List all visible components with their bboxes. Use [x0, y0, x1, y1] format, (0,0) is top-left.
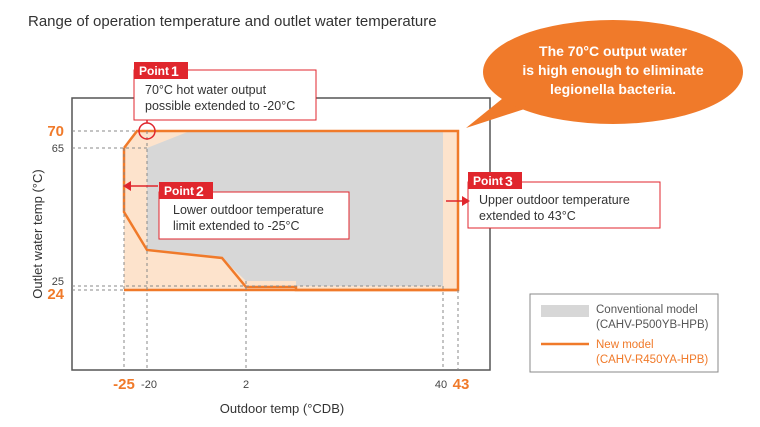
point3-line1: Upper outdoor temperature — [479, 193, 630, 207]
x-tick-minus20: -20 — [141, 379, 157, 391]
x-tick-43: 43 — [453, 376, 470, 393]
bubble-line3: legionella bacteria. — [550, 81, 676, 97]
legend: Conventional model (CAHV-P500YB-HPB) New… — [529, 293, 719, 373]
new-model-outline-left — [122, 148, 458, 292]
legend-new-model: (CAHV-R450YA-HPB) — [596, 354, 708, 366]
guide-lines — [72, 130, 459, 370]
legend-conventional-model: (CAHV-P500YB-HPB) — [596, 319, 709, 331]
legend-swatch-conventional — [541, 305, 589, 317]
x-axis-label: Outdoor temp (°CDB) — [220, 401, 344, 416]
y-tick-65: 65 — [52, 143, 64, 155]
bubble-line2: is high enough to eliminate — [522, 62, 703, 78]
point1-callout: Point 1 70°C hot water output possible e… — [133, 62, 317, 121]
point1-badge: Point — [139, 64, 169, 78]
point2-arrow-head — [123, 181, 131, 191]
point2-badge: Point — [164, 184, 194, 198]
legend-new-label: New model — [596, 339, 654, 351]
x-tick-40: 40 — [435, 379, 447, 391]
point3-badge: Point — [473, 174, 503, 188]
point1-line2: possible extended to -20°C — [145, 99, 295, 113]
x-tick-2: 2 — [243, 379, 249, 391]
point2-number: 2 — [196, 183, 204, 199]
legend-conventional-label: Conventional model — [596, 304, 698, 316]
point2-callout: Point 2 Lower outdoor temperature limit … — [158, 182, 350, 240]
point3-callout: Point 3 Upper outdoor temperature extend… — [467, 172, 661, 229]
point3-line2: extended to 43°C — [479, 209, 576, 223]
point3-arrow-head — [462, 196, 470, 206]
x-tick-minus25: -25 — [113, 376, 135, 393]
y-tick-24: 24 — [47, 286, 64, 303]
point2-line1: Lower outdoor temperature — [173, 203, 324, 217]
y-axis-label: Outlet water temp (°C) — [30, 169, 45, 298]
diagram-title: Range of operation temperature and outle… — [28, 13, 437, 30]
point1-line1: 70°C hot water output — [145, 83, 267, 97]
y-tick-70: 70 — [47, 123, 64, 140]
point3-number: 3 — [505, 173, 513, 189]
y-tick-25: 25 — [52, 276, 64, 288]
point2-line2: limit extended to -25°C — [173, 219, 300, 233]
bubble-line1: The 70°C output water — [539, 43, 687, 59]
point1-number: 1 — [171, 63, 179, 79]
speech-bubble: The 70°C output water is high enough to … — [466, 20, 743, 128]
